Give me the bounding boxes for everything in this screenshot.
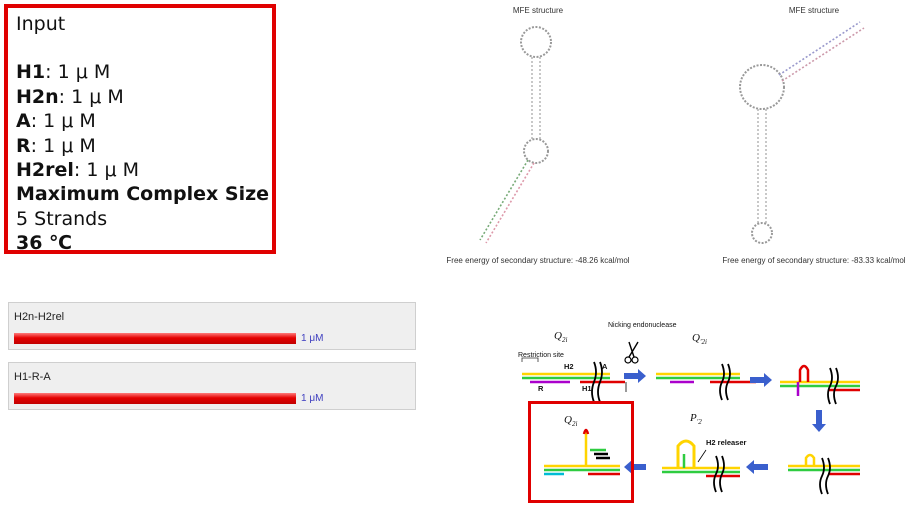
max-complex-value: 5 Strands: [16, 207, 108, 230]
label-h1: H1: [582, 384, 592, 393]
temperature: 36 ℃: [16, 232, 73, 255]
complex-name: H1-R-A: [14, 371, 51, 383]
label-nicking: Nicking endonuclease: [608, 322, 677, 329]
max-complex-label: Maximum Complex Size: [16, 183, 270, 206]
input-r-label: R: [16, 134, 31, 157]
input-h2rel-value: : 1 μ M: [73, 159, 139, 182]
complex-name: H2n-H2rel: [14, 311, 65, 323]
input-r: R: 1 μ M: [16, 134, 264, 158]
input-h1-label: H1: [16, 61, 46, 84]
concentration-value: 1 μM: [301, 333, 324, 344]
input-h2n-label: H2n: [16, 85, 59, 108]
mfe-title-1: MFE structure: [512, 6, 564, 15]
input-a-label: A: [16, 110, 31, 133]
reaction-scheme: Q2i Nicking endonuclease Restriction sit…: [510, 310, 924, 512]
complex-row-h1-r-a: H1-R-A 1 μM: [8, 362, 416, 410]
complex-q2i: [521, 357, 627, 403]
input-h2n: H2n: 1 μ M: [16, 85, 264, 109]
input-h2n-value: : 1 μ M: [58, 85, 124, 108]
input-h2rel-label: H2rel: [16, 159, 74, 182]
mfe-title-2: MFE structure: [788, 6, 840, 15]
concentration-bar: [14, 393, 296, 404]
scheme-drawing: [521, 341, 860, 495]
input-title: Input: [16, 13, 66, 35]
label-h2: H2: [564, 362, 574, 371]
input-a-value: : 1 μ M: [30, 110, 96, 133]
input-a: A: 1 μ M: [16, 109, 264, 133]
mfe-structure-1: MFE structure Free energy of secondary s…: [388, 0, 688, 275]
label-r: R: [538, 384, 544, 393]
concentration-value: 1 μM: [301, 393, 324, 404]
scissors-icon: [624, 341, 639, 364]
label-q2i-result: Q2i: [564, 414, 578, 429]
label-p2-prime: P′2: [690, 412, 702, 427]
mfe-drawing-2: [739, 21, 865, 244]
input-r-value: : 1 μ M: [30, 134, 96, 157]
mfe-structure-2: MFE structure Free energy of secondary s…: [664, 0, 924, 275]
label-q2i-prime: Q′2i: [692, 332, 707, 347]
input-panel: Input H1: 1 μ M H2n: 1 μ M A: 1 μ M R: 1…: [4, 4, 276, 254]
complex-row-h2n-h2rel: H2n-H2rel 1 μM: [8, 302, 416, 350]
label-h2-releaser: H2 releaser: [706, 438, 747, 447]
highlight-box: [528, 401, 634, 503]
input-h2rel: H2rel: 1 μ M: [16, 158, 264, 182]
input-h1: H1: 1 μ M: [16, 60, 264, 84]
label-a: A: [602, 362, 608, 371]
mfe-energy-2: Free energy of secondary structure: -83.…: [722, 256, 906, 265]
mfe-energy-1: Free energy of secondary structure: -48.…: [446, 256, 630, 265]
label-q2i: Q2i: [554, 330, 568, 345]
label-restriction: Restriction site: [518, 352, 564, 359]
input-h1-value: : 1 μ M: [45, 61, 111, 84]
concentration-bar: [14, 333, 296, 344]
mfe-drawing-1: [479, 26, 552, 244]
